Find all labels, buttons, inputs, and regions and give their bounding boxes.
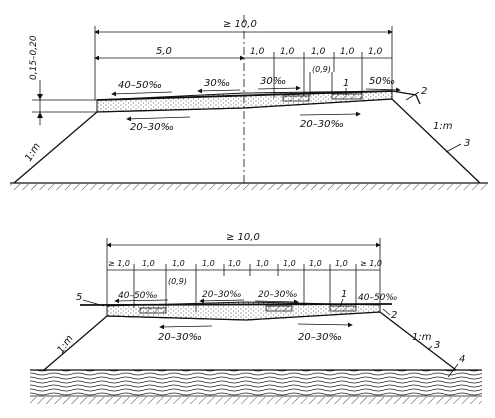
top-thickness-dim: 0,15–0,20	[29, 35, 97, 125]
top-thickness-arrow-a	[37, 94, 43, 100]
bottom-callout-2: 2	[391, 310, 397, 321]
bottom-slope-surface-left: 40–50‰	[118, 291, 158, 301]
top-ground-hatch	[10, 184, 488, 190]
top-slope-surface-left: 40–50‰	[118, 80, 162, 91]
top-shoulder	[391, 90, 421, 105]
top-element-1b	[331, 93, 363, 100]
bottom-terrain-band-a	[30, 370, 482, 384]
top-slope-arrow-left	[111, 91, 173, 97]
top-slope-base-right: 20–30‰	[300, 119, 344, 130]
bottom-slope-arrow-mid	[199, 298, 245, 304]
top-slope-surface-mid2: 30‰	[260, 76, 286, 87]
bottom-callout-1: 1	[341, 289, 347, 300]
top-base-arrow-left	[126, 116, 191, 122]
top-callout-2: 2	[421, 86, 427, 97]
bottom-element-mid	[265, 305, 293, 312]
bottom-spacing-2: 1,0	[142, 259, 155, 268]
bottom-spacing-6: 1,0	[256, 259, 269, 268]
top-thickness: 0,15–0,20	[29, 35, 39, 80]
bottom-spacing-10: ≥ 1,0	[360, 259, 382, 268]
bottom-spacing-3: 1,0	[172, 259, 185, 268]
bottom-ground-hatch	[30, 397, 482, 404]
top-slope-surface-mid: 30‰	[204, 78, 230, 89]
top-spacing-2: 1,0	[280, 47, 295, 57]
top-slope-arrow-mid2	[257, 85, 301, 91]
bottom-spacing-8: 1,0	[309, 259, 322, 268]
top-slope-arrow-right	[365, 87, 401, 93]
bottom-terrain-band-b	[30, 384, 482, 396]
top-callout-1: 1	[343, 78, 349, 89]
bottom-leader-3	[427, 345, 433, 351]
bottom-cross-section: ≥ 10,0 ≥ 1,0 1,0 1,0 1,0 1,0 1,0 1,0 1,0…	[30, 232, 482, 404]
top-spacing-1: 1,0	[250, 47, 265, 57]
top-callout-3: 3	[464, 138, 470, 149]
top-leader-3	[445, 143, 462, 153]
bottom-overall-width: ≥ 10,0	[226, 232, 260, 243]
bottom-spacing-4: 1,0	[202, 259, 215, 268]
top-spacing-3: 1,0	[311, 47, 326, 57]
top-left-width: 5,0	[156, 46, 172, 57]
top-overall-width: ≥ 10,0	[223, 19, 257, 30]
bottom-callout-3: 3	[434, 340, 440, 351]
bottom-slope-left: 1:m	[55, 333, 75, 355]
bottom-slope-surface-mid: 20–30‰	[202, 290, 242, 300]
bottom-element-left	[139, 307, 167, 314]
bottom-callout-4: 4	[459, 354, 465, 365]
top-base-arrow-right	[299, 111, 361, 117]
bottom-callout-5: 5	[76, 292, 82, 303]
bottom-element-right	[329, 305, 357, 312]
bottom-leader-2	[382, 308, 391, 316]
top-element-1a	[282, 95, 310, 102]
bottom-base-arrow-left	[159, 324, 213, 330]
bottom-slope-surface-right: 40–50‰	[358, 293, 398, 303]
top-surface-line	[96, 90, 393, 101]
top-slope-base-left: 20–30‰	[130, 122, 174, 133]
top-leader-2	[405, 91, 420, 101]
bottom-leader-5	[82, 299, 105, 307]
bottom-leader-4	[447, 363, 459, 378]
top-slope-arrow-mid	[197, 88, 241, 94]
bottom-base-arrow-right	[297, 322, 353, 328]
top-spacing-dims: 1,0 1,0 1,0 1,0 1,0 (0,9)	[244, 47, 392, 98]
bottom-leader-1	[339, 298, 344, 308]
bottom-spacing-7: 1,0	[283, 259, 296, 268]
top-spacing-5: 1,0	[368, 47, 383, 57]
top-cross-section: ≥ 10,0 5,0 1,0 1,0 1,0 1,0 1,0 (0,9) 0,1…	[10, 15, 488, 190]
top-thickness-arrow-b	[37, 112, 43, 118]
top-slope-surface-right: 50‰	[369, 76, 395, 87]
top-alt-spacing: (0,9)	[312, 65, 331, 74]
bottom-slope-surface-mid2: 20–30‰	[258, 290, 298, 300]
bottom-alt-spacing: (0,9)	[168, 277, 187, 286]
bottom-spacing-9: 1,0	[335, 259, 348, 268]
top-spacing-4: 1,0	[340, 47, 355, 57]
bottom-surface-line	[79, 303, 393, 306]
bottom-slope-arrow-mid2	[254, 299, 299, 305]
top-slope-right: 1:m	[433, 121, 453, 132]
bottom-spacing-dims: ≥ 1,0 1,0 1,0 1,0 1,0 1,0 1,0 1,0 1,0 ≥ …	[107, 259, 382, 312]
bottom-spacing-1: ≥ 1,0	[108, 259, 130, 268]
bottom-slope-arrow-left	[114, 298, 169, 304]
bottom-slope-right: 1:m	[412, 332, 432, 343]
bottom-slope-base-right: 20–30‰	[298, 332, 342, 343]
bottom-spacing-5: 1,0	[228, 259, 241, 268]
bottom-slope-base-left: 20–30‰	[158, 332, 202, 343]
bottom-pavement-layer	[106, 301, 381, 321]
